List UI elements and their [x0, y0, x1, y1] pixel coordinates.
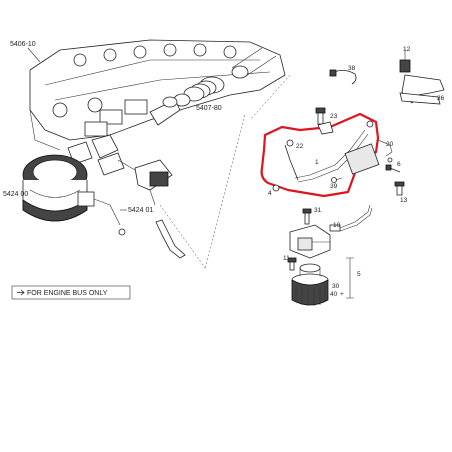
label-30: 30: [332, 283, 340, 290]
filter-bracket: [289, 224, 331, 259]
label-22: 22: [296, 143, 304, 150]
label-36: 36: [437, 95, 445, 102]
label-11: 11: [283, 255, 290, 262]
bracket-36: [399, 74, 445, 105]
wire-20: [377, 139, 393, 163]
sensor-assembly: [109, 159, 186, 259]
label-4: 4: [268, 190, 272, 197]
connector-12: [399, 50, 411, 73]
label-5424-01: 5424 01: [128, 207, 153, 214]
note-box: FOR ENGINE BUS ONLY: [11, 285, 131, 300]
label-31: 31: [314, 207, 322, 214]
note-text: FOR ENGINE BUS ONLY: [27, 290, 108, 297]
bolt-23: [315, 107, 326, 125]
bolt-6: [385, 164, 401, 173]
label-38: 38: [348, 65, 356, 72]
bolt-31: [302, 208, 312, 225]
heater-unit: [22, 154, 111, 222]
label-5424-00: 5424 00: [3, 191, 28, 198]
exhaust-pipe: [149, 47, 277, 126]
label-5407-80: 5407-80: [196, 105, 222, 112]
label-6: 6: [397, 161, 401, 168]
label-13: 13: [400, 197, 408, 204]
label-40-plus: +: [340, 291, 344, 298]
fitting-10: [329, 204, 373, 232]
label-1: 1: [315, 159, 319, 166]
engine-block: [29, 39, 286, 151]
callout-labels: 5406-10 5407-80 5424 00 5424 01 1 4 5 6 …: [3, 41, 445, 298]
label-10: 10: [333, 222, 341, 229]
label-12: 12: [403, 46, 411, 53]
label-5: 5: [357, 271, 361, 278]
label-23: 23: [330, 113, 338, 120]
clip-3: [317, 121, 334, 135]
fuel-pipe: [272, 120, 380, 192]
dimension-line-5: [346, 257, 354, 299]
leader-lines: [159, 74, 291, 269]
fuel-filter-30: [291, 263, 329, 306]
label-20: 20: [386, 141, 394, 148]
bolt-13: [394, 181, 405, 196]
sensor-38: [329, 69, 357, 85]
label-5406-10: 5406-10: [10, 41, 36, 48]
label-40: 40: [330, 291, 338, 298]
bolt-11: [287, 257, 297, 271]
label-39: 39: [330, 183, 338, 190]
